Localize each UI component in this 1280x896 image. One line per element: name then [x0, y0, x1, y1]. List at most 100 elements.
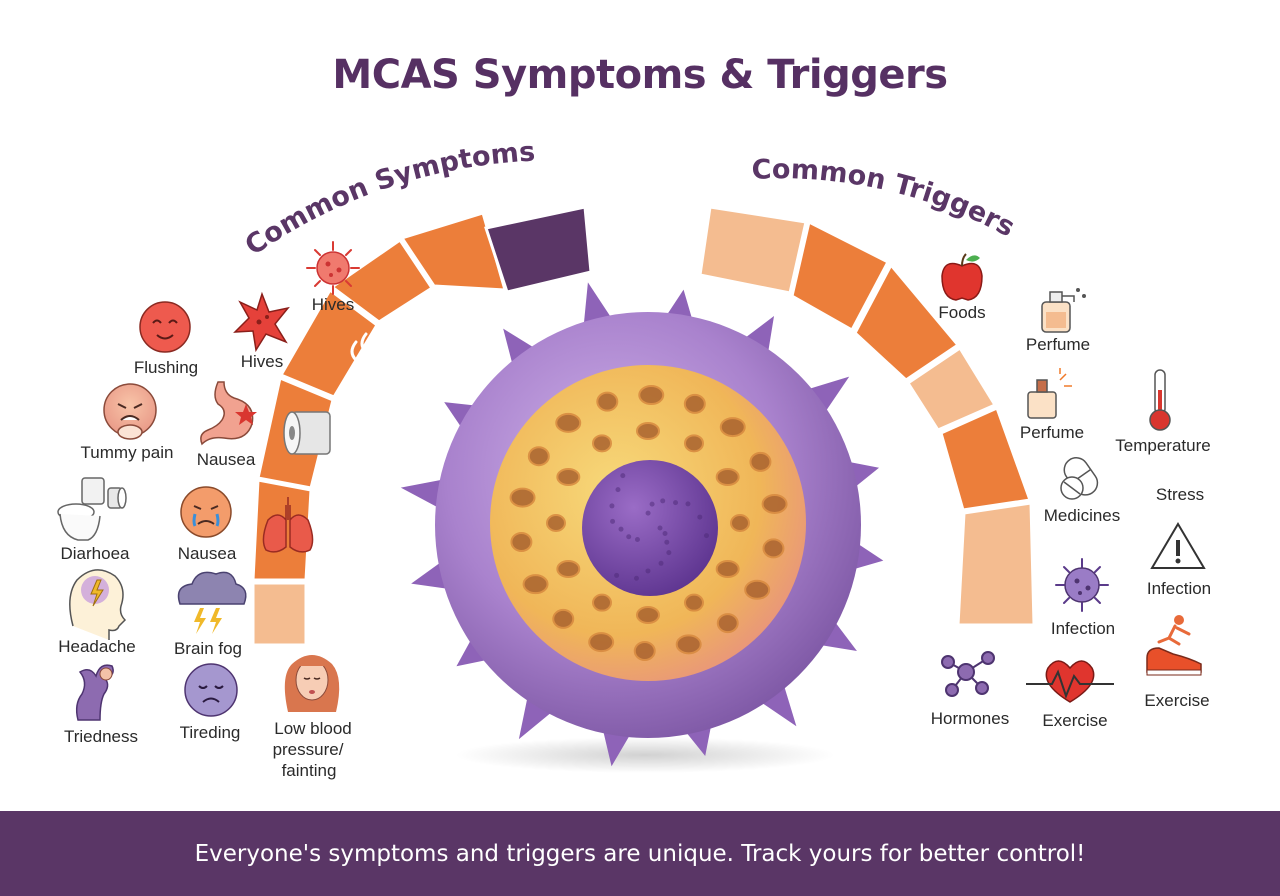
nucleus-dot	[645, 510, 651, 516]
stomach-icon	[200, 381, 257, 446]
symptoms-segment-5	[329, 237, 435, 324]
nucleus-dot	[697, 514, 703, 520]
nucleus-dot	[634, 536, 640, 542]
cell-granule	[522, 574, 549, 595]
trigger-labels: Foods Perfume Perfume Temperature Medici…	[931, 303, 1211, 730]
cell-granule	[638, 385, 665, 406]
cell-granule	[596, 391, 619, 412]
molecule-icon	[941, 651, 995, 697]
nucleus-dot	[666, 550, 672, 556]
label-headache: Headache	[58, 637, 136, 656]
headache-icon	[69, 569, 127, 640]
toilet-icon	[57, 477, 127, 541]
nucleus-dot	[610, 518, 616, 524]
cell-granule	[633, 640, 656, 661]
nucleus-dot	[626, 534, 632, 540]
cell-spike	[797, 376, 850, 422]
flushing-face-icon	[139, 301, 191, 353]
nucleus-dot	[685, 501, 691, 507]
page-title: MCAS Symptoms & Triggers	[332, 52, 948, 98]
nucleus-dot	[649, 501, 655, 507]
cell-granule	[715, 468, 740, 486]
nucleus-dot	[664, 539, 670, 545]
cell-granule	[715, 560, 740, 578]
warning-icon	[1150, 522, 1206, 569]
cell-granule	[762, 538, 785, 559]
cell-granule	[675, 634, 702, 655]
perfume-spray-icon	[1027, 368, 1072, 419]
thermometer-icon	[1149, 369, 1171, 431]
cell-granule	[509, 487, 536, 508]
virus-infection-icon	[1055, 558, 1109, 612]
nucleus-dot	[673, 500, 679, 506]
label-brain-fog: Brain fog	[174, 639, 242, 658]
label-tummy-pain: Tummy pain	[81, 443, 174, 462]
cell-granule	[716, 613, 739, 634]
label-nausea-stomach: Nausea	[197, 450, 256, 469]
nucleus-dot	[645, 568, 651, 574]
nucleus-dot	[615, 487, 621, 493]
label-low-bp-3: fainting	[282, 761, 337, 780]
label-flushing: Flushing	[134, 358, 198, 377]
symptoms-segment-1	[251, 581, 308, 647]
cell-granule	[555, 412, 582, 433]
diagram-canvas: Common Symptoms Common Triggers	[57, 137, 1211, 780]
label-nausea-face: Nausea	[178, 544, 237, 563]
sad-face-icon	[184, 663, 238, 717]
pain-face-icon	[103, 383, 157, 440]
footer-text: Everyone's symptoms and triggers are uni…	[194, 840, 1086, 867]
nucleus-dot	[609, 503, 615, 509]
heart-pulse-icon	[1026, 660, 1114, 703]
footer-banner: Everyone's symptoms and triggers are uni…	[0, 811, 1280, 896]
label-low-bp-2: pressure/	[273, 740, 344, 759]
symptom-labels: Hives Flushing Hives Tummy pain Nausea D…	[58, 295, 354, 780]
triggers-segment-6	[956, 501, 1036, 627]
nucleus-dot	[658, 560, 664, 566]
storm-cloud-icon	[177, 571, 247, 634]
triggers-segment-5	[939, 405, 1033, 512]
label-infection-virus: Infection	[1051, 619, 1115, 638]
nucleus-dot	[618, 526, 624, 532]
label-infection-warning: Infection	[1147, 579, 1211, 598]
label-triedness: Triedness	[64, 727, 138, 746]
label-hives-top: Hives	[312, 295, 355, 314]
triggers-arc	[698, 205, 1036, 627]
perfume-bottle-icon	[1041, 288, 1086, 333]
label-exercise-heart: Exercise	[1042, 711, 1107, 730]
running-shoe-icon	[1146, 615, 1202, 676]
label-foods: Foods	[938, 303, 985, 322]
heat-waves-icon	[350, 332, 386, 380]
cell-granule	[527, 446, 550, 467]
cell-granule	[719, 417, 746, 438]
label-hives: Hives	[241, 352, 284, 371]
label-exercise-shoe: Exercise	[1144, 691, 1209, 710]
virus-icon	[306, 241, 360, 295]
cell-granule	[556, 468, 581, 486]
cell-granule	[588, 632, 615, 653]
fainting-woman-icon	[284, 655, 340, 712]
label-medicines: Medicines	[1044, 506, 1121, 525]
nucleus-dot	[660, 498, 666, 504]
label-stress: Stress	[1156, 485, 1204, 504]
nucleus-dot	[703, 533, 709, 539]
label-tireding: Tireding	[180, 723, 241, 742]
cell-granule	[592, 593, 612, 612]
symptoms-segment-4	[278, 287, 379, 399]
cell-granule	[684, 434, 704, 453]
cell-granule	[592, 434, 612, 453]
nucleus-dot	[633, 575, 639, 581]
cell-granule	[636, 606, 660, 624]
symptoms-arc	[251, 205, 593, 647]
triggers-segment-3	[853, 262, 961, 382]
label-low-bp-1: Low blood	[274, 719, 352, 738]
cell-granule	[552, 608, 575, 629]
apple-icon	[941, 253, 983, 301]
nucleus-dot	[662, 530, 668, 536]
crying-face-icon	[180, 486, 232, 538]
label-perfume: Perfume	[1020, 423, 1084, 442]
label-hormones: Hormones	[931, 709, 1009, 728]
triggers-segment-2	[790, 219, 891, 333]
cell-granule	[683, 393, 706, 414]
cell-granule	[749, 451, 772, 472]
